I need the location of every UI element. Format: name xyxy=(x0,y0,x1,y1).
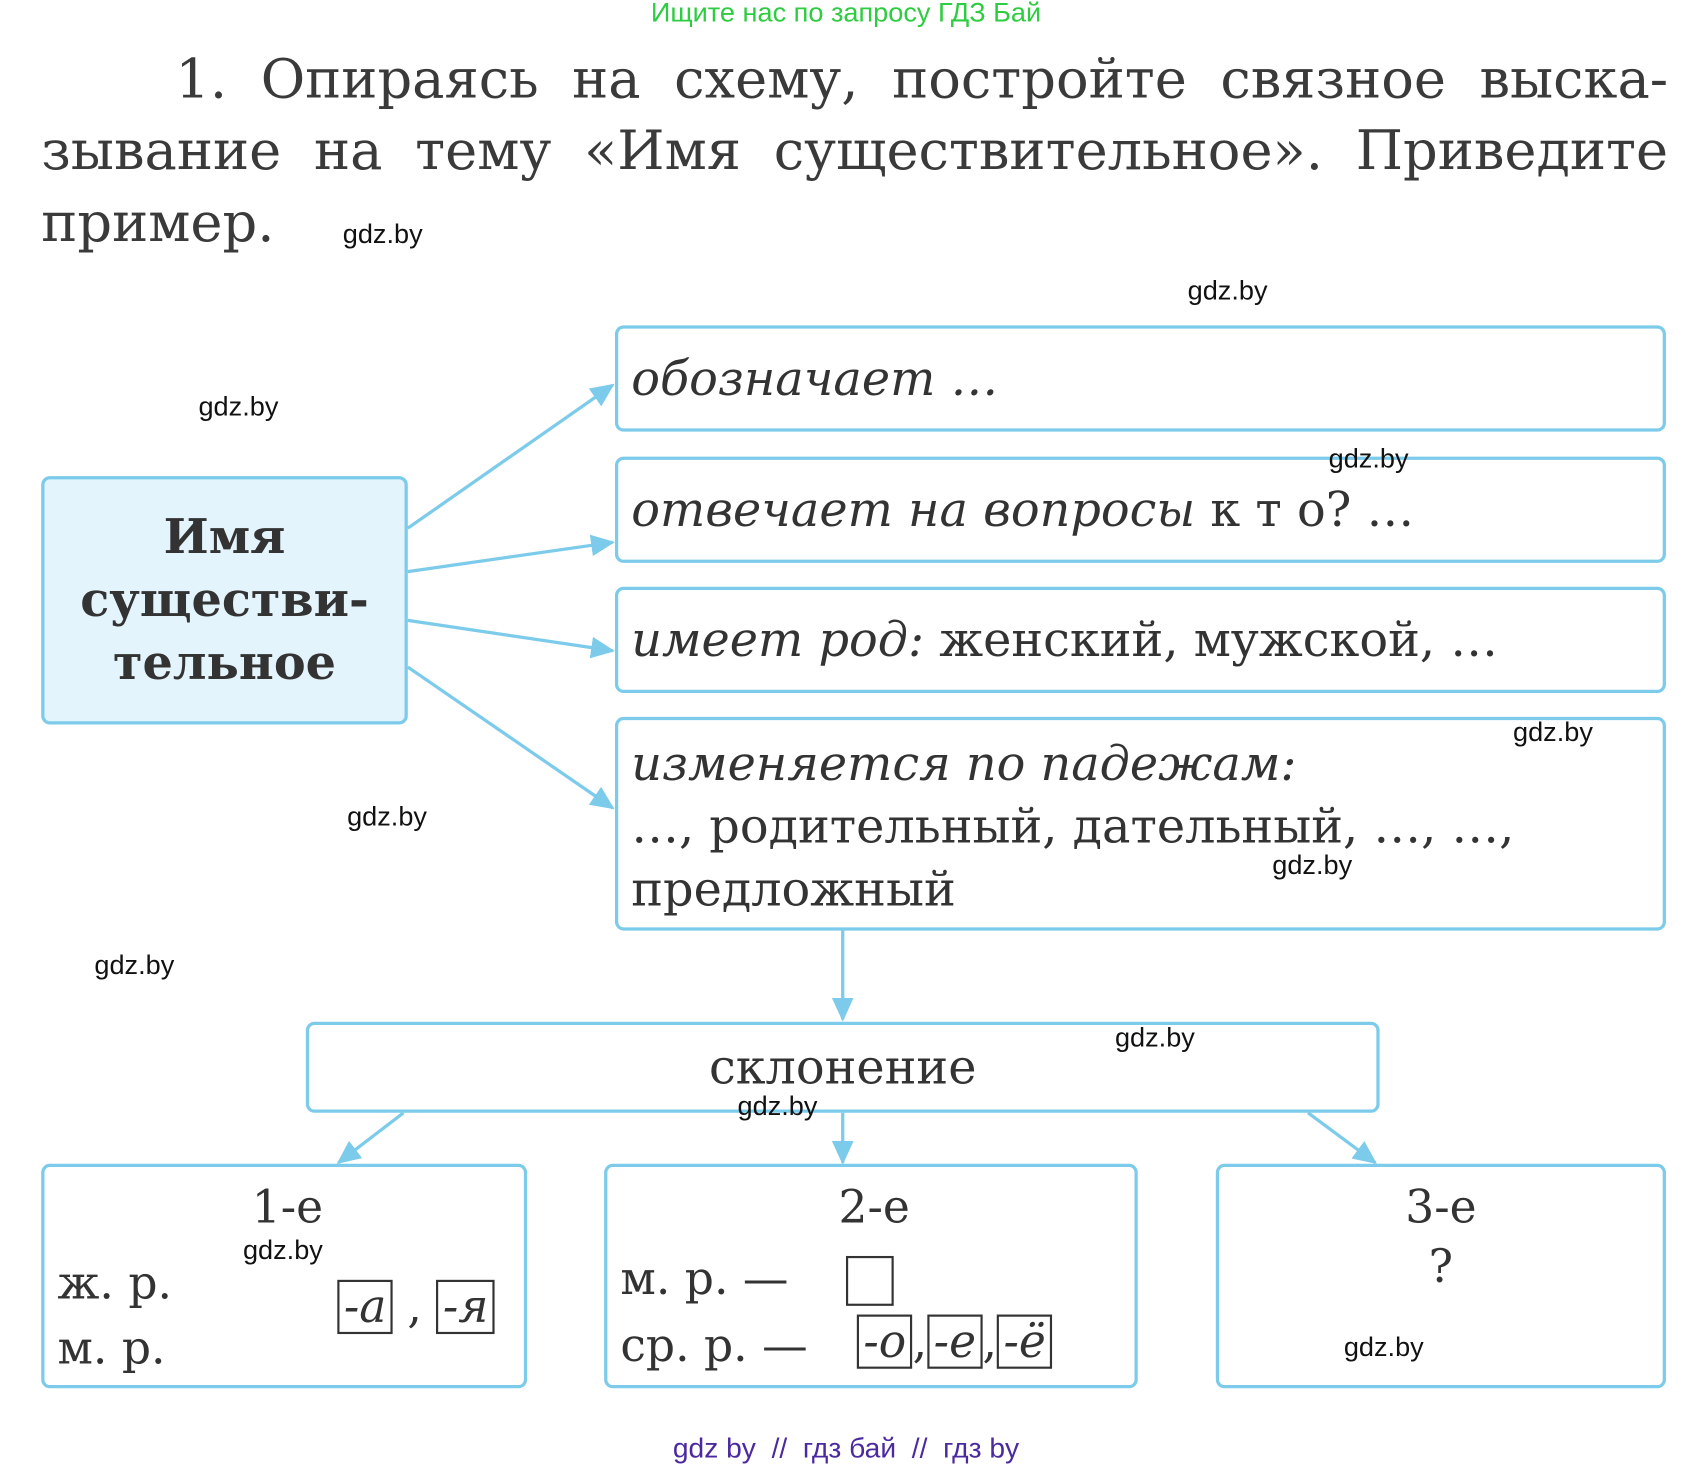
watermark: gdz.by xyxy=(1343,1331,1424,1363)
watermark: gdz.by xyxy=(347,801,427,832)
watermark: gdz.by xyxy=(1328,443,1409,474)
watermark: gdz.by xyxy=(242,1235,323,1266)
question: ? xyxy=(1428,1239,1454,1293)
noun-line: Имя xyxy=(163,509,286,565)
watermark: gdz.by xyxy=(94,950,175,981)
declension-1-box: 1-е ж. р. м. р. -а , -я xyxy=(41,1163,528,1389)
gender: ср. р. — xyxy=(620,1318,808,1373)
task-text: 1. Опираясь на схему, постройте связное … xyxy=(41,43,1668,258)
label: изменяется по падежам: xyxy=(631,736,1297,792)
ending: -а xyxy=(337,1279,393,1335)
title: 3-е xyxy=(1405,1180,1477,1234)
watermark: gdz.by xyxy=(737,1091,818,1122)
watermark: gdz.by xyxy=(1272,850,1353,881)
watermark: gdz.by xyxy=(1114,1022,1195,1054)
noun-box: Имя существи-тельное xyxy=(41,476,408,725)
footer: gdz by // гдз бай // гдз by xyxy=(672,1431,1020,1465)
arrow xyxy=(407,618,615,659)
task-body: Опираясь на схему, постройте связное выс… xyxy=(41,47,1669,254)
ending: -я xyxy=(436,1279,495,1335)
arrow xyxy=(406,383,615,530)
arrow xyxy=(406,665,615,810)
ending: -о xyxy=(856,1314,913,1369)
value: к т о? … xyxy=(1195,482,1415,538)
gender: м. р. xyxy=(57,1321,166,1375)
arrow xyxy=(336,1111,405,1165)
noun-line: существи- xyxy=(80,572,369,628)
declension-box: склонение xyxy=(305,1021,1380,1113)
ending: -ё xyxy=(997,1314,1053,1369)
zero-ending xyxy=(845,1255,894,1306)
task-number: 1. xyxy=(175,47,228,111)
box-cases: изменяется по падежам: …, родительный, д… xyxy=(614,716,1666,931)
label: имеет род: xyxy=(631,612,925,668)
cases-line: предложный xyxy=(631,862,956,918)
watermark: gdz.by xyxy=(198,391,279,422)
ending: -е xyxy=(927,1314,983,1369)
label: отвечает на вопросы xyxy=(631,482,1196,538)
watermark: gdz.by xyxy=(342,219,423,250)
cases-line: …, родительный, дательный, …, …, xyxy=(631,799,1515,855)
arrow xyxy=(407,534,615,574)
title: 1-е xyxy=(251,1180,324,1234)
watermark: gdz.by xyxy=(1513,716,1593,748)
top-banner: Ищите нас по запросу ГДЗ Бай xyxy=(650,0,1042,29)
noun-line: тельное xyxy=(112,635,337,691)
gender: м. р. — xyxy=(620,1251,789,1305)
box-answers: отвечает на вопросы к т о? … xyxy=(614,456,1666,563)
arrow xyxy=(1307,1111,1378,1164)
watermark: gdz.by xyxy=(1187,275,1268,306)
declension-3-box: 3-е ? xyxy=(1215,1163,1666,1389)
box-denotes: обозначает … xyxy=(614,325,1666,432)
value: женский, мужской, … xyxy=(924,612,1498,668)
sep: , xyxy=(912,1314,928,1368)
sep: , xyxy=(407,1279,422,1333)
title: 2-е xyxy=(838,1180,910,1234)
gender: ж. р. xyxy=(57,1255,172,1310)
sep: , xyxy=(982,1314,998,1368)
box-gender: имеет род: женский, мужской, … xyxy=(614,586,1666,694)
declension-2-box: 2-е м. р. — ср. р. — -о,-е,-ё xyxy=(604,1163,1138,1389)
